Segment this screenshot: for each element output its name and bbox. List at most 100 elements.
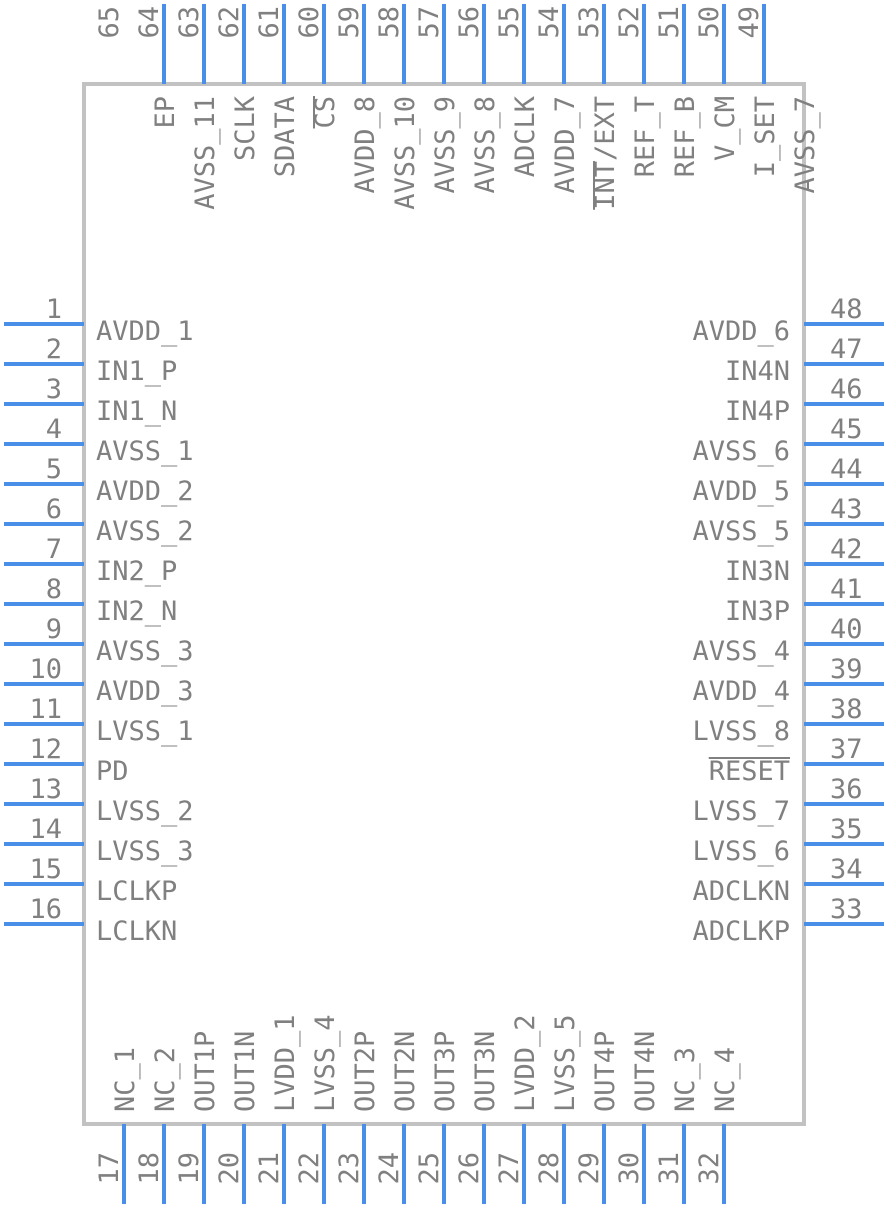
- pin-23-number: 23: [334, 1152, 365, 1185]
- pin-label-avss-2: AVSS_2: [96, 516, 194, 547]
- pin-label-in1-p: IN1_P: [96, 356, 177, 387]
- pin-label-lvss-5: LVSS_5: [550, 1014, 581, 1112]
- pin-label-ep: EP: [150, 96, 181, 129]
- pin-label-out1p: OUT1P: [190, 1031, 221, 1112]
- pin-label-avss-6: AVSS_6: [692, 436, 790, 467]
- pin-55-number: 55: [494, 6, 525, 39]
- pin-64-number: 64: [134, 6, 165, 39]
- pin-52-number: 52: [614, 6, 645, 39]
- pin-label-avdd-4: AVDD_4: [692, 676, 790, 707]
- pin-label-avdd-5: AVDD_5: [692, 476, 790, 507]
- pin-label-in3p: IN3P: [725, 596, 790, 627]
- pin-label-lvdd-2: LVDD_2: [510, 1014, 541, 1112]
- pin-4-number: 4: [46, 414, 62, 445]
- pin-label-avss-4: AVSS_4: [692, 636, 790, 667]
- pin-39-number: 39: [830, 654, 863, 685]
- pin-label-avss-5: AVSS_5: [692, 516, 790, 547]
- pin-label-avss-3: AVSS_3: [96, 636, 194, 667]
- pin-label-ref-t: REF_T: [630, 96, 661, 177]
- pin-label-nc-4: NC_4: [710, 1047, 741, 1112]
- chip-body: [82, 82, 806, 1126]
- pin-label-cs: CS: [310, 96, 341, 129]
- pin-60-number: 60: [294, 6, 325, 39]
- pin-33-number: 33: [830, 894, 863, 925]
- pin-10-number: 10: [29, 654, 62, 685]
- pin-32-number: 32: [694, 1152, 725, 1185]
- pin-63-number: 63: [174, 6, 205, 39]
- pin-38-number: 38: [830, 694, 863, 725]
- pin-label-avdd-6: AVDD_6: [692, 316, 790, 347]
- pin-21-number: 21: [254, 1152, 285, 1185]
- pin-57-number: 57: [414, 6, 445, 39]
- pin-label-in3n: IN3N: [725, 556, 790, 587]
- pin-label-nc-2: NC_2: [150, 1047, 181, 1112]
- pin-9-number: 9: [46, 614, 62, 645]
- pin-label-in2-n: IN2_N: [96, 596, 177, 627]
- pin-label-in4p: IN4P: [725, 396, 790, 427]
- pin-41-number: 41: [830, 574, 863, 605]
- pin-label-nc-1: NC_1: [110, 1047, 141, 1112]
- pin-14-number: 14: [29, 814, 62, 845]
- pin-label-lvss-1: LVSS_1: [96, 716, 194, 747]
- pin-12-number: 12: [29, 734, 62, 765]
- pin-label-lvss-2: LVSS_2: [96, 796, 194, 827]
- pin-label-sclk: SCLK: [230, 95, 261, 161]
- pin-25-number: 25: [414, 1152, 445, 1185]
- pin-34-number: 34: [830, 854, 863, 885]
- pin-31-number: 31: [654, 1152, 685, 1185]
- pin-label-reset: RESET: [709, 756, 790, 787]
- bottom-pin-group: 17NC_118NC_219OUT1P20OUT1N21LVDD_122LVSS…: [94, 1014, 741, 1204]
- pin-8-number: 8: [46, 574, 62, 605]
- pin-37-number: 37: [830, 734, 863, 765]
- pin-62-number: 62: [214, 6, 245, 39]
- pin-label-lvss-7: LVSS_7: [692, 796, 790, 827]
- pin-36-number: 36: [830, 774, 863, 805]
- pin-label-sdata: SDATA: [270, 96, 301, 177]
- left-pin-group: 1AVDD_12IN1_P3IN1_N4AVSS_15AVDD_26AVSS_2…: [4, 294, 194, 947]
- pin-22-number: 22: [294, 1152, 325, 1185]
- pin-label-out4p: OUT4P: [590, 1031, 621, 1112]
- pin-label-in1-n: IN1_N: [96, 396, 177, 427]
- pin-label-avss-8: AVSS_8: [470, 96, 501, 194]
- pin-label-lvss-8: LVSS_8: [692, 716, 790, 747]
- pin-label-int-ext: INT/EXT: [590, 96, 621, 210]
- pin-24-number: 24: [374, 1152, 405, 1185]
- pin-18-number: 18: [134, 1152, 165, 1185]
- pin-42-number: 42: [830, 534, 863, 565]
- pin-16-number: 16: [29, 894, 62, 925]
- pin-6-number: 6: [46, 494, 62, 525]
- pin-label-adclkp: ADCLKP: [692, 916, 790, 947]
- pin-30-number: 30: [614, 1152, 645, 1185]
- pin-label-out2p: OUT2P: [350, 1031, 381, 1112]
- pin-19-number: 19: [174, 1152, 205, 1185]
- pin-61-number: 61: [254, 6, 285, 39]
- pin-label-out3n: OUT3N: [470, 1031, 501, 1112]
- pin-58-number: 58: [374, 6, 405, 39]
- pin-3-number: 3: [46, 374, 62, 405]
- pin-label-out3p: OUT3P: [430, 1031, 461, 1112]
- pin-11-number: 11: [29, 694, 62, 725]
- pin-2-number: 2: [46, 334, 62, 365]
- pin-29-number: 29: [574, 1152, 605, 1185]
- pin-47-number: 47: [830, 334, 863, 365]
- pin-label-avdd-8: AVDD_8: [350, 96, 381, 194]
- pin-50-number: 50: [694, 6, 725, 39]
- pin-35-number: 35: [830, 814, 863, 845]
- pin-label-avss-9: AVSS_9: [430, 96, 461, 194]
- pin-label-avdd-7: AVDD_7: [550, 96, 581, 194]
- pin-label-in4n: IN4N: [725, 356, 790, 387]
- pin-label-avss-11: AVSS_11: [190, 96, 221, 210]
- pin-13-number: 13: [29, 774, 62, 805]
- pin-label-ref-b: REF_B: [670, 96, 701, 177]
- pin-51-number: 51: [654, 6, 685, 39]
- pin-40-number: 40: [830, 614, 863, 645]
- pin-27-number: 27: [494, 1152, 525, 1185]
- pin-5-number: 5: [46, 454, 62, 485]
- pin-54-number: 54: [534, 6, 565, 39]
- pin-label-avdd-1: AVDD_1: [96, 316, 194, 347]
- pin-label-avss-10: AVSS_10: [390, 96, 421, 210]
- pin-label-lvdd-1: LVDD_1: [270, 1014, 301, 1112]
- pin-53-number: 53: [574, 6, 605, 39]
- pin-1-number: 1: [46, 294, 62, 325]
